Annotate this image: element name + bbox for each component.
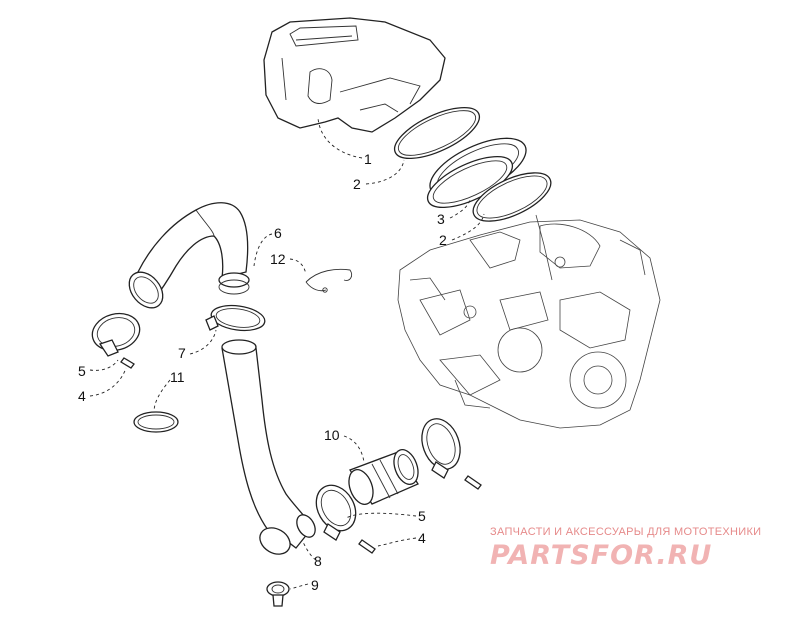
engine-outline [397, 214, 661, 429]
wire-clamp [305, 268, 353, 293]
callout-9: 9 [311, 577, 319, 593]
callout-10: 10 [324, 427, 340, 443]
air-box [263, 17, 446, 133]
intake-boot [128, 202, 250, 309]
callout-11: 11 [170, 369, 185, 385]
clamp-screw-right [464, 475, 482, 490]
hose-clamp-bottom [315, 484, 357, 541]
air-box-adapter [426, 137, 527, 209]
o-ring-lower [472, 172, 552, 222]
watermark-logo: PARTSFOR.RU [490, 540, 713, 571]
watermark-caption: ЗАПЧАСТИ И АКСЕССУАРЫ ДЛЯ МОТОТЕХНИКИ [490, 526, 762, 538]
callout-numbers: 1 2 3 2 6 12 5 4 7 11 10 5 4 8 9 [78, 151, 447, 593]
leader-lines [89, 117, 485, 590]
callout-2-upper: 2 [353, 176, 361, 192]
callout-7: 7 [178, 345, 186, 361]
callout-3: 3 [437, 211, 445, 227]
callout-5-left: 5 [78, 363, 86, 379]
o-ring-upper [393, 106, 481, 160]
intake-tube [221, 339, 316, 555]
hose-clamp-center [205, 304, 266, 332]
spring-clamp [133, 411, 179, 433]
callout-12: 12 [270, 251, 286, 267]
grommet [266, 581, 290, 607]
hose-clamp-left [91, 312, 141, 357]
callout-8: 8 [314, 553, 322, 569]
clamp-screw-left [120, 357, 135, 369]
callout-6: 6 [274, 225, 282, 241]
callout-2-lower: 2 [439, 232, 447, 248]
callout-4-right: 4 [418, 530, 426, 546]
coupler [348, 449, 419, 505]
hose-clamp-right [421, 418, 461, 479]
callout-4-left: 4 [78, 388, 86, 404]
watermark: ЗАПЧАСТИ И АКСЕССУАРЫ ДЛЯ МОТОТЕХНИКИ PA… [490, 526, 790, 571]
callout-1: 1 [364, 151, 372, 167]
callout-5-right: 5 [418, 508, 426, 524]
clamp-screw-bottom [358, 539, 376, 554]
